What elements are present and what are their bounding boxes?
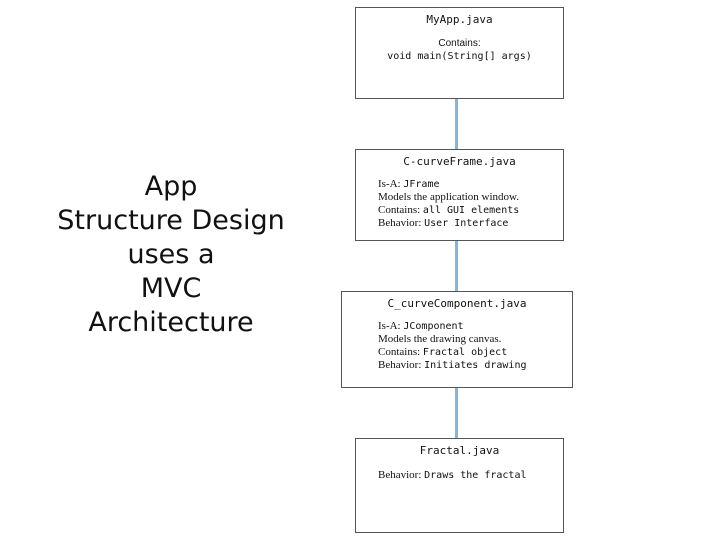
models-line: Models the application window.	[378, 191, 520, 203]
class-title: C-curveFrame.java	[403, 155, 516, 168]
title-line: uses a	[127, 239, 215, 270]
connector-component-fractal	[455, 388, 458, 438]
contains-line: Contains: Fractal object	[378, 346, 508, 358]
main-method: void main(String[] args)	[387, 51, 532, 62]
class-box-component: C_curveComponent.java Is-A: JComponent M…	[341, 291, 573, 388]
contains-line: Contains: all GUI elements	[378, 204, 520, 216]
title-line: Structure Design	[57, 205, 285, 236]
class-title: Fractal.java	[419, 444, 500, 457]
is-a-line: Is-A: JFrame	[378, 178, 440, 190]
models-line: Models the drawing canvas.	[378, 333, 502, 345]
title-line: App	[144, 171, 198, 202]
behavior-line: Behavior: Draws the fractal	[378, 469, 527, 481]
contains-label: Contains:	[438, 38, 481, 49]
title-line: MVC	[140, 273, 202, 304]
class-title: C_curveComponent.java	[387, 297, 527, 310]
class-box-myapp: MyApp.java Contains: void main(String[] …	[355, 7, 564, 99]
slide-title: App Structure Design uses a MVC Architec…	[40, 170, 302, 340]
connector-myapp-frame	[455, 99, 458, 149]
class-box-frame: C-curveFrame.java Is-A: JFrame Models th…	[355, 149, 564, 241]
class-title: MyApp.java	[426, 13, 493, 26]
class-box-fractal: Fractal.java Behavior: Draws the fractal	[355, 438, 564, 533]
behavior-line: Behavior: User Interface	[378, 217, 509, 229]
is-a-line: Is-A: JComponent	[378, 320, 464, 332]
connector-frame-component	[455, 241, 458, 291]
behavior-line: Behavior: Initiates drawing	[378, 359, 527, 371]
title-line: Architecture	[88, 307, 254, 338]
